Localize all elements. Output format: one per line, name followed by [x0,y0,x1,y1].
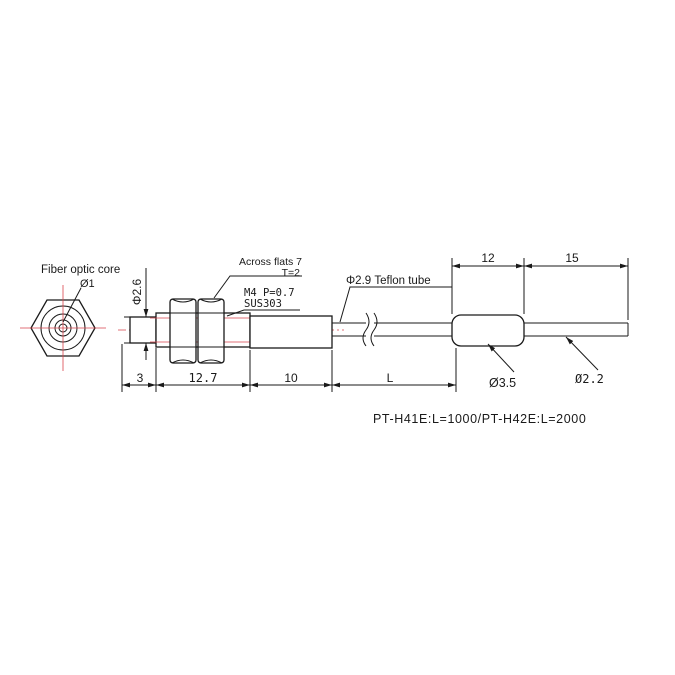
break-mark-2 [370,312,378,347]
break-mark-1 [362,312,370,347]
tube-label: Φ2.9 Teflon tube [346,275,431,287]
dim-cable-end-label: 15 [565,251,579,265]
sleeve [451,314,525,347]
cable-dia-leader [565,336,599,371]
material-label: SUS303 [244,298,282,310]
core-dia-label: Ø1 [80,278,95,290]
part-number-note: PT-H41E:L=1000/PT-H42E:L=2000 [373,412,586,426]
top-dimensions [451,258,629,320]
dim-tip-label: 3 [137,371,144,385]
cable-dia-label: Ø2.2 [575,372,604,386]
sleeve-dia-leader [487,343,515,373]
hex-nut-2 [197,298,225,364]
tip-rod [129,316,157,344]
thread-leader [226,309,300,317]
thread-label: M4 P=0.7 [244,287,295,299]
dim-ferrule-label: 10 [284,371,298,385]
dim-tube-label: L [387,371,394,385]
core-leader [62,287,82,323]
end-view [20,285,106,371]
side-view [118,298,629,364]
ferrule [249,315,333,349]
bottom-dimensions [121,344,457,392]
rod-dia-label: Φ2.6 [130,279,144,306]
tube-leader [339,286,452,323]
sleeve-dia-label: Ø3.5 [489,376,516,390]
fiber-core-label: Fiber optic core [41,264,120,276]
dim-thread-label: 12.7 [189,371,218,385]
across-flats-leader [213,275,302,299]
hex-nut-1 [169,298,197,364]
across-flats-label: Across flats 7 [239,256,302,268]
thickness-label: T=2 [282,267,301,279]
rod-dia-dimension [124,268,149,360]
dim-sleeve-label: 12 [481,251,495,265]
